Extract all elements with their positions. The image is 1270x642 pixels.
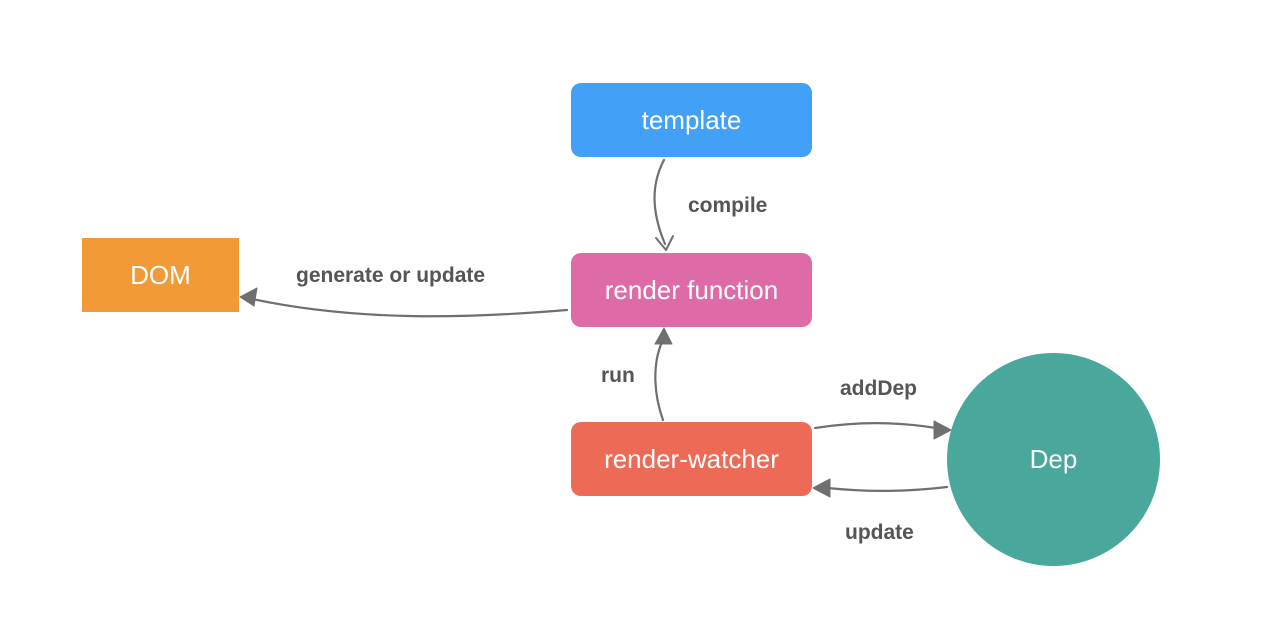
edge-compile-arrowhead [655,235,674,251]
node-dep-label: Dep [1029,444,1078,474]
edge-update-line [826,485,949,492]
edge-compile [653,158,674,251]
edge-update-arrowhead [812,478,831,498]
node-render-function-label: render function [604,274,779,305]
edge-update [812,478,949,498]
edge-label-run: run [601,364,635,387]
edge-compile-line [653,158,667,246]
edge-label-compile: compile [688,194,768,217]
node-template-label: template [641,104,742,135]
node-dom-label: DOM [130,259,191,290]
edge-run-line [654,340,665,422]
edge-generate-line [250,297,569,318]
node-dep: Dep [947,353,1160,566]
node-render-watcher: render-watcher [571,422,812,496]
edge-adddep-arrowhead [933,420,952,440]
edge-adddep-line [813,422,938,430]
edge-run [654,327,673,422]
edge-label-generate-or-update: generate or update [296,264,486,287]
node-template: template [571,83,812,157]
node-render-watcher-label: render-watcher [604,443,779,474]
edge-run-arrowhead [654,327,673,345]
edge-generate-arrowhead [239,287,258,307]
node-render-function: render function [571,253,812,327]
edge-generate-or-update [239,287,569,318]
edge-label-adddep: addDep [840,377,918,400]
edge-adddep [813,420,952,440]
node-dom: DOM [82,238,239,312]
edge-label-update: update [845,521,914,544]
